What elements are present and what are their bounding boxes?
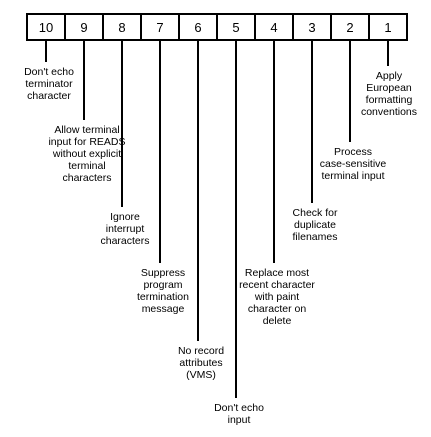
- bit-number-5: 5: [232, 19, 240, 35]
- bit-number-10: 10: [38, 19, 54, 35]
- bit-box-10: 10: [26, 13, 66, 41]
- bit-box-4: 4: [254, 13, 294, 41]
- bit-description-3: Check for duplicate filenames: [292, 207, 338, 243]
- leader-line-6: [197, 41, 199, 341]
- bit-description-6: No record attributes (VMS): [177, 345, 225, 381]
- bit-description-9: Allow terminal input for READS without e…: [48, 124, 126, 184]
- bit-box-3: 3: [292, 13, 332, 41]
- bit-number-7: 7: [156, 19, 164, 35]
- bit-box-9: 9: [64, 13, 104, 41]
- bit-box-7: 7: [140, 13, 180, 41]
- bit-description-4: Replace most recent character with paint…: [239, 267, 315, 327]
- leader-line-2: [349, 41, 351, 142]
- bit-box-6: 6: [178, 13, 218, 41]
- leader-line-4: [273, 41, 275, 263]
- leader-line-9: [83, 41, 85, 120]
- bit-description-1: Apply European formatting conventions: [360, 70, 418, 118]
- bit-number-9: 9: [80, 19, 88, 35]
- bit-box-2: 2: [330, 13, 370, 41]
- bit-description-8: Ignore interrupt characters: [100, 211, 150, 247]
- bit-number-4: 4: [270, 19, 278, 35]
- bit-number-1: 1: [384, 19, 392, 35]
- bit-box-8: 8: [102, 13, 142, 41]
- leader-line-3: [311, 41, 313, 203]
- leader-line-5: [235, 41, 237, 398]
- leader-line-7: [159, 41, 161, 263]
- leader-line-1: [387, 41, 389, 66]
- bit-description-7: Suppress program termination message: [137, 267, 189, 315]
- bit-description-10: Don't echo terminator character: [24, 66, 74, 102]
- bit-box-1: 1: [368, 13, 408, 41]
- bit-description-5: Don't echo input: [214, 402, 264, 426]
- leader-line-8: [121, 41, 123, 207]
- bit-description-2: Process case-sensitive terminal input: [319, 146, 387, 182]
- bit-number-6: 6: [194, 19, 202, 35]
- leader-line-10: [45, 41, 47, 62]
- bit-number-2: 2: [346, 19, 354, 35]
- bit-box-5: 5: [216, 13, 256, 41]
- bit-number-8: 8: [118, 19, 126, 35]
- bit-number-3: 3: [308, 19, 316, 35]
